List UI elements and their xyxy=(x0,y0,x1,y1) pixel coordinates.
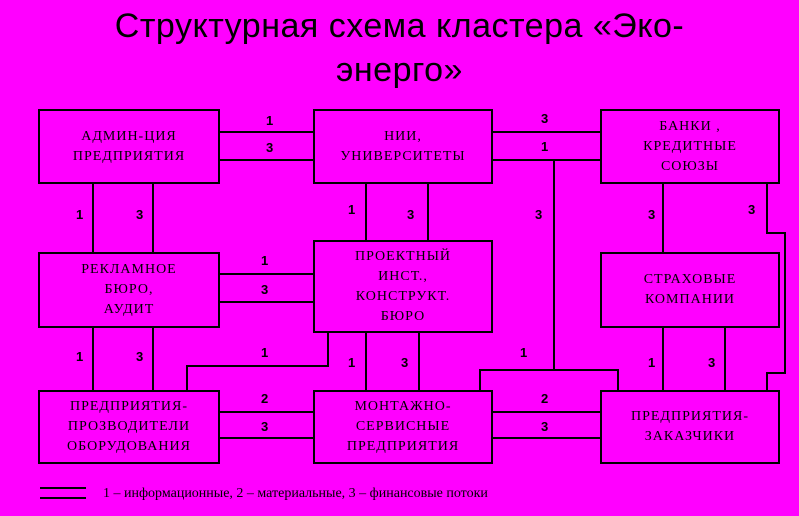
diagram-title-line-1: Структурная схема кластера «Эко- xyxy=(114,7,685,45)
advert-box-label: РЕКЛАМНОЕ БЮРО, АУДИТ xyxy=(81,262,177,317)
flow-label: 3 xyxy=(541,419,549,434)
mounting-box-label: МОНТАЖНО- СЕРВИСНЫЕ ПРЕДПРИЯТИЯ xyxy=(346,399,460,454)
producers-box: ПРЕДПРИЯТИЯ- ПРОЗВОДИТЕЛИ ОБОРУДОВАНИЯ xyxy=(38,390,220,464)
flow-label: 3 xyxy=(541,111,549,126)
diagram-title-line-2: энерго» xyxy=(336,51,463,89)
flow-label: 3 xyxy=(136,349,144,364)
insurance-box: СТРАХОВЫЕ КОМПАНИИ xyxy=(600,252,780,328)
flow-label: 1 xyxy=(261,253,269,268)
nii-box: НИИ, УНИВЕРСИТЕТЫ xyxy=(313,109,493,184)
flow-label: 1 xyxy=(348,202,356,217)
flow-label: 3 xyxy=(266,140,274,155)
project-box-label: ПРОЕКТНЫЙ ИНСТ., КОНСТРУКТ. БЮРО xyxy=(354,248,452,324)
nii-box-label: НИИ, УНИВЕРСИТЕТЫ xyxy=(340,128,466,164)
insurance-box-label: СТРАХОВЫЕ КОМПАНИИ xyxy=(643,272,737,307)
flow-label: 3 xyxy=(261,282,269,297)
advert-box: РЕКЛАМНОЕ БЮРО, АУДИТ xyxy=(38,252,220,328)
project-box: ПРОЕКТНЫЙ ИНСТ., КОНСТРУКТ. БЮРО xyxy=(313,240,493,333)
producers-box-label: ПРЕДПРИЯТИЯ- ПРОЗВОДИТЕЛИ ОБОРУДОВАНИЯ xyxy=(67,399,191,454)
flow-label: 1 xyxy=(648,355,656,370)
banks-box-label: БАНКИ , КРЕДИТНЫЕ СОЮЗЫ xyxy=(643,118,737,174)
admin-box-label: АДМИН-ЦИЯ ПРЕДПРИЯТИЯ xyxy=(72,128,186,164)
flow-label: 1 xyxy=(541,139,549,154)
flow-label: 3 xyxy=(748,202,756,217)
customers-box: ПРЕДПРИЯТИЯ- ЗАКАЗЧИКИ xyxy=(600,390,780,464)
flow-label: 1 xyxy=(76,207,84,222)
flow-label: 3 xyxy=(401,355,409,370)
flow-label: 3 xyxy=(407,207,415,222)
flow-label: 1 xyxy=(266,113,274,128)
flow-label: 2 xyxy=(261,391,269,406)
flow-label: 1 xyxy=(76,349,84,364)
banks-box: БАНКИ , КРЕДИТНЫЕ СОЮЗЫ xyxy=(600,109,780,184)
mounting-box: МОНТАЖНО- СЕРВИСНЫЕ ПРЕДПРИЯТИЯ xyxy=(313,390,493,464)
flow-label: 1 xyxy=(261,345,269,360)
flow-label: 3 xyxy=(648,207,656,222)
legend-text: 1 – информационные, 2 – материальные, 3 … xyxy=(103,486,488,501)
customers-box-label: ПРЕДПРИЯТИЯ- ЗАКАЗЧИКИ xyxy=(630,409,749,444)
admin-box: АДМИН-ЦИЯ ПРЕДПРИЯТИЯ xyxy=(38,109,220,184)
flow-label: 2 xyxy=(541,391,549,406)
flow-label: 1 xyxy=(520,345,528,360)
flow-label: 3 xyxy=(535,207,543,222)
flow-label: 3 xyxy=(136,207,144,222)
flow-label: 3 xyxy=(261,419,269,434)
flow-label: 3 xyxy=(708,355,716,370)
flow-label: 1 xyxy=(348,355,356,370)
